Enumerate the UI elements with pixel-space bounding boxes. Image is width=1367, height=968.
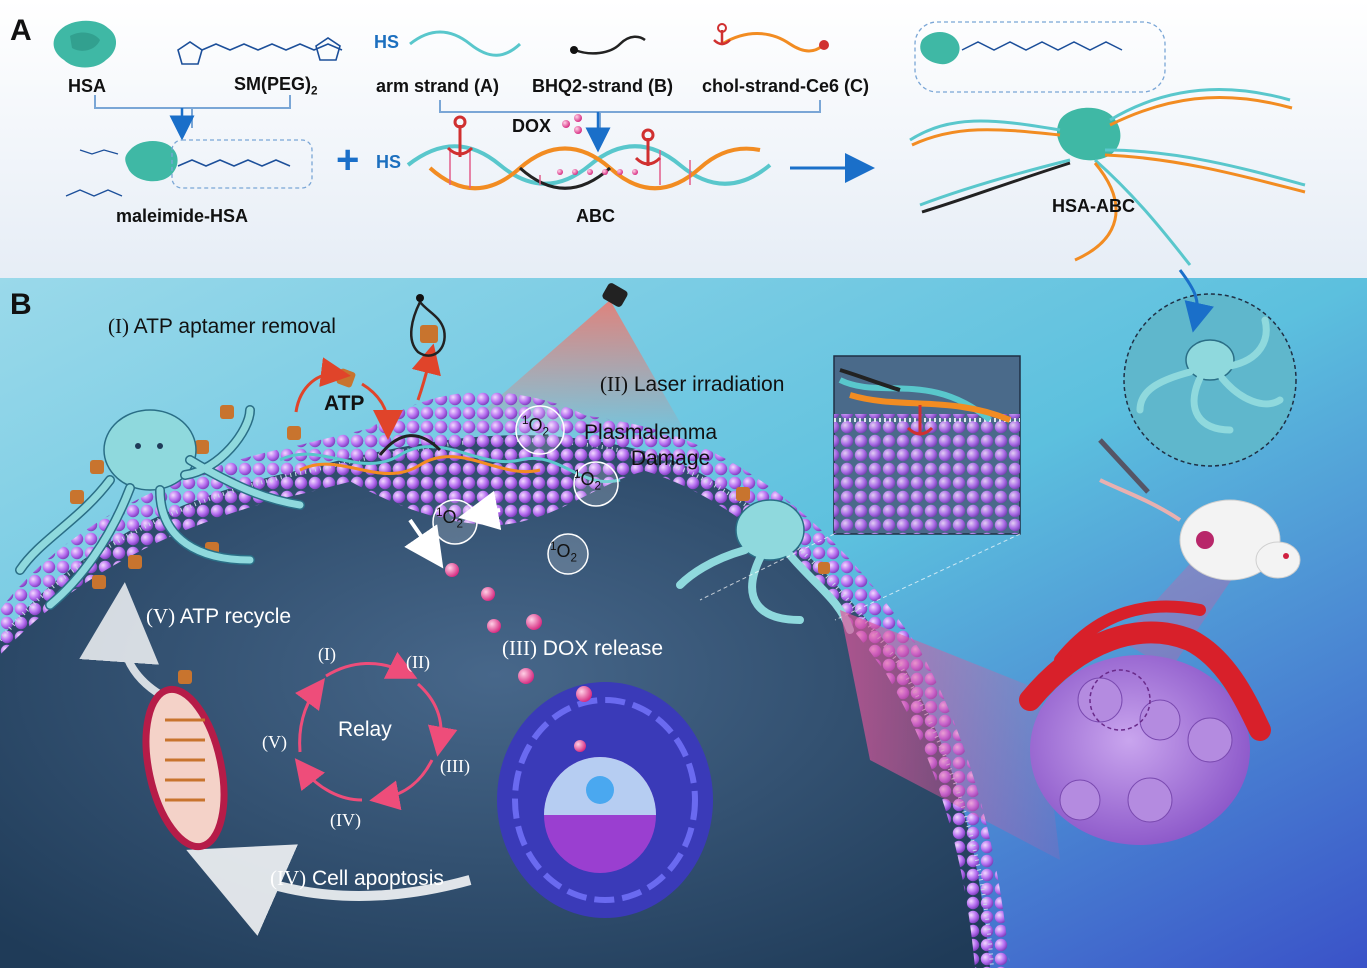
singlet-oxygen-bubbles [432, 405, 619, 575]
singlet-oxygen-label-2: 1O2 [574, 468, 601, 493]
bhq2-strand-icon [574, 35, 646, 55]
smpeg-structure-icon [177, 37, 343, 65]
step4-roman: (IV) [270, 866, 307, 890]
singlet-oxygen-label-4: 1O2 [550, 540, 577, 565]
singlet-sub-2: 2 [594, 479, 602, 493]
removed-aptamer-icon [410, 294, 446, 357]
dox-label: DOX [512, 116, 552, 136]
smpeg-text: SM(PEG) [234, 74, 312, 94]
relay-cycle-diagram [294, 651, 458, 811]
step5-text: ATP recycle [175, 605, 292, 628]
cell-interior [0, 435, 990, 968]
cycle-label-5: (V) [262, 732, 287, 752]
singlet-sub-4: 2 [570, 551, 578, 565]
relay-label: Relay [338, 718, 392, 741]
step3-text: DOX release [536, 637, 664, 660]
mouse-icon [1098, 438, 1301, 581]
chol-strand-icon [713, 23, 829, 53]
atp-bind-arrow [294, 357, 351, 413]
plasmalemma-label: Plasmalemma Damage [584, 420, 717, 472]
maleimide-hsa-icon [65, 139, 313, 197]
hs-abc-label: HS [376, 152, 402, 172]
chol-strand-label: chol-strand-Ce6 (C) [702, 76, 870, 96]
smpeg-subscript: 2 [311, 84, 318, 98]
octopus-magnified-icon [1123, 293, 1297, 467]
apoptosis-arrow [186, 844, 472, 936]
injection-arrow [1178, 269, 1214, 333]
arm-strand-label: arm strand (A) [376, 76, 500, 96]
panel-a-label: A [10, 14, 32, 47]
plus-sign: + [336, 138, 360, 182]
singlet-sup-2: 1 [574, 468, 581, 481]
step1-text: ATP aptamer removal [128, 315, 336, 338]
abc-helix-icon [406, 115, 772, 191]
nucleus-icon [497, 682, 713, 918]
hsa-abc-icon [909, 21, 1306, 266]
hs-label: HS [374, 32, 400, 52]
maleimide-hsa-label: maleimide-HSA [116, 206, 249, 226]
step4-text: Cell apoptosis [306, 867, 444, 890]
step3-label: (III) DOX release [502, 636, 663, 661]
cholesterol-anchor-icon [446, 115, 662, 166]
singlet-sub-3: 2 [456, 517, 464, 531]
mitochondrion-icon [142, 685, 228, 851]
panel-b-label: B [10, 288, 32, 321]
step5-label: (V) ATP recycle [146, 604, 291, 629]
singlet-o-2: O [580, 469, 595, 489]
singlet-oxygen-label-1: 1O2 [522, 414, 549, 439]
step5-roman: (V) [146, 604, 176, 628]
octopus-left-icon [15, 405, 305, 610]
singlet-sup-3: 1 [436, 506, 443, 519]
membrane-dna-icon [279, 434, 621, 484]
singlet-oxygen-label-3: 1O2 [436, 506, 463, 531]
atp-label: ATP [324, 392, 365, 415]
cycle-label-4: (IV) [330, 810, 361, 830]
smpeg-label: SM(PEG)2 [234, 74, 318, 98]
hsa-abc-label: HSA-ABC [1052, 196, 1135, 216]
cycle-label-2: (II) [406, 652, 430, 672]
plasmalemma-line1: Plasmalemma [584, 421, 718, 444]
step1-roman: (I) [108, 314, 129, 338]
singlet-sup-4: 1 [550, 540, 557, 553]
tumor-icon [1019, 600, 1271, 845]
singlet-o-4: O [556, 541, 571, 561]
step1-label: (I) ATP aptamer removal [108, 314, 336, 339]
step2-text: Laser irradiation [627, 373, 785, 396]
hsa-protein-icon [53, 20, 117, 68]
bhq2-strand-label: BHQ2-strand (B) [532, 76, 674, 96]
singlet-o-1: O [528, 415, 543, 435]
plasmalemma-line2: Damage [630, 447, 711, 470]
arm-strand-icon [409, 30, 522, 57]
step3-roman: (III) [502, 636, 537, 660]
dox-arrow [404, 518, 444, 569]
step2-label: (II) Laser irradiation [600, 372, 784, 397]
cycle-label-3: (III) [440, 756, 470, 776]
singlet-o-3: O [442, 507, 457, 527]
aptamer-remove-arrow [411, 343, 441, 401]
panel-a-background [0, 0, 1367, 278]
octopus-right-icon [676, 499, 854, 634]
step2-roman: (II) [600, 372, 628, 396]
singlet-sub-1: 2 [542, 425, 550, 439]
cycle-label-1: (I) [318, 644, 336, 664]
laser-icon [602, 283, 628, 307]
tumor-zoom-wedge [840, 610, 1060, 860]
hsa-label: HSA [68, 76, 107, 96]
abc-label: ABC [576, 206, 615, 226]
step4-label: (IV) Cell apoptosis [270, 866, 444, 891]
dox-molecules-icon [562, 114, 582, 134]
membrane-zoom-inset [833, 355, 1021, 535]
singlet-sup-1: 1 [522, 414, 529, 427]
